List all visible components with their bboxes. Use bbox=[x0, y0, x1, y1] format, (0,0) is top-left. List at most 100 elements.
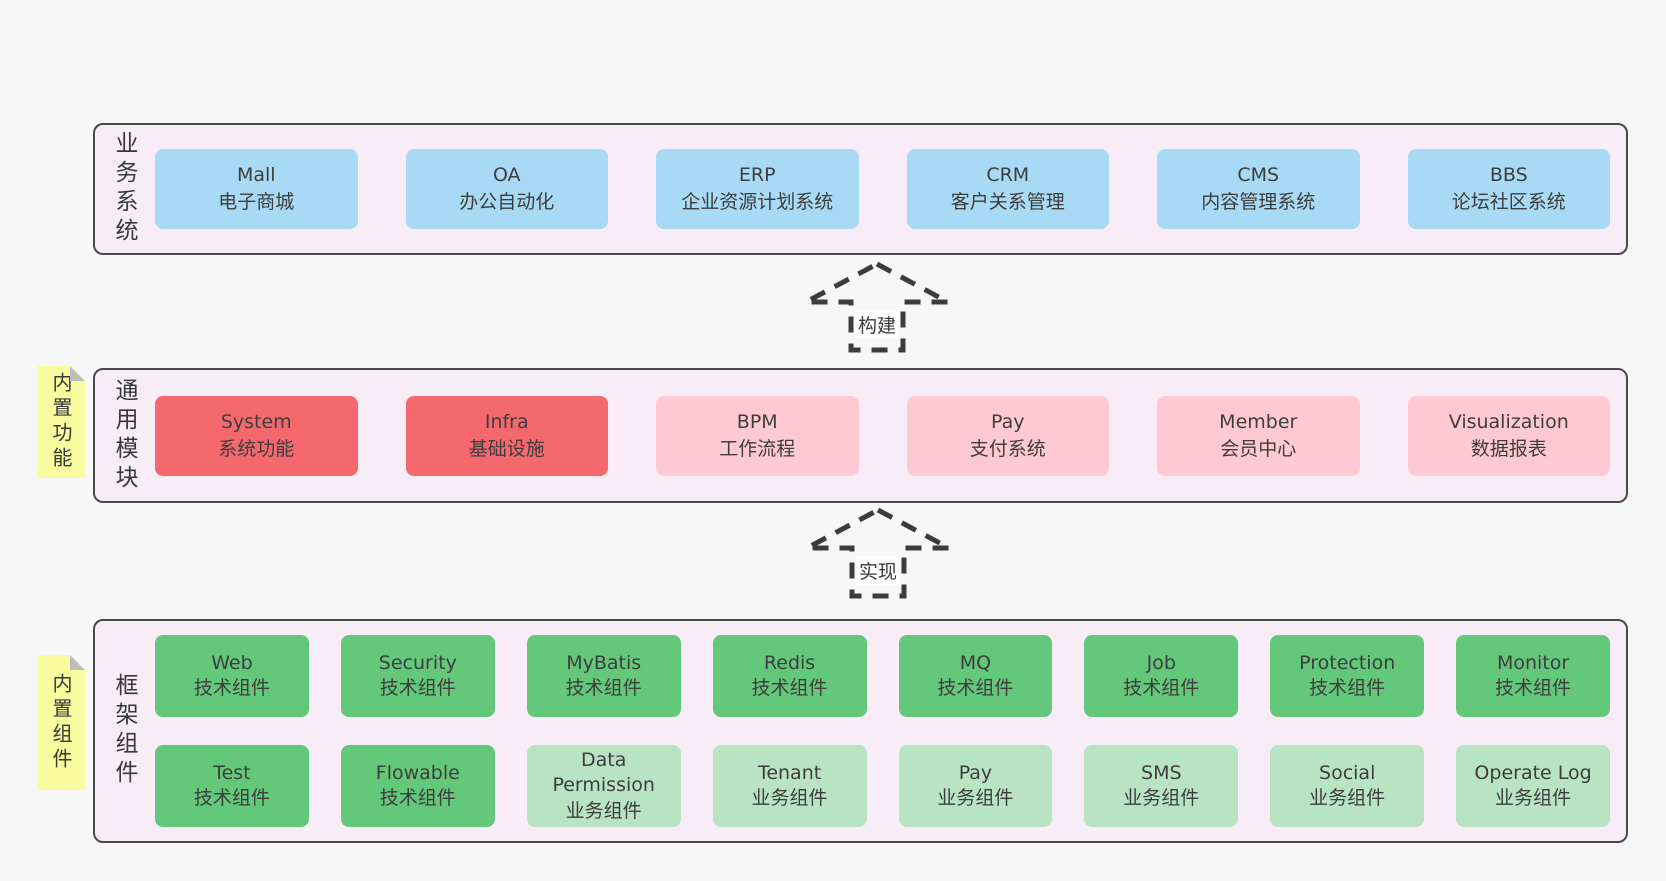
band-label-common-modules: 通用模块 bbox=[111, 377, 137, 494]
box-subtitle: 技术组件 bbox=[751, 677, 828, 699]
box-mybatis: MyBatis 技术组件 bbox=[526, 635, 681, 717]
box-title: Monitor bbox=[1496, 651, 1570, 674]
box-bpm: BPM 工作流程 bbox=[656, 395, 859, 476]
box-title: Web bbox=[211, 651, 253, 674]
box-cms: CMS 内容管理系统 bbox=[1157, 149, 1360, 229]
box-subtitle: 业务组件 bbox=[565, 799, 642, 822]
box-web: Web 技术组件 bbox=[155, 635, 309, 717]
box-title: Security bbox=[378, 651, 457, 674]
box-subtitle: 电子商城 bbox=[218, 191, 295, 213]
box-title: BBS bbox=[1489, 164, 1528, 187]
box-subtitle: 客户关系管理 bbox=[950, 191, 1065, 213]
dashed-up-arrow-icon bbox=[805, 507, 951, 599]
box-title: SMS bbox=[1141, 761, 1182, 784]
business-boxes: Mall 电子商城 OA 办公自动化 ERP 企业资源计划系统 CRM 客户关系… bbox=[153, 125, 1626, 253]
box-pay-component: Pay 业务组件 bbox=[898, 745, 1053, 827]
box-subtitle: 业务组件 bbox=[1123, 787, 1200, 809]
box-mall: Mall 电子商城 bbox=[155, 149, 358, 229]
box-subtitle: 技术组件 bbox=[1123, 677, 1200, 699]
box-title: Pay bbox=[958, 761, 993, 784]
box-title: Visualization bbox=[1448, 410, 1569, 433]
box-title: Tenant bbox=[757, 761, 822, 784]
box-erp: ERP 企业资源计划系统 bbox=[656, 149, 859, 229]
box-subtitle: 支付系统 bbox=[969, 437, 1046, 460]
band-business-systems: 业务系统 Mall 电子商城 OA 办公自动化 ERP 企业资源计划系统 CRM… bbox=[93, 123, 1628, 255]
box-subtitle: 办公自动化 bbox=[459, 191, 555, 213]
box-subtitle: 基础设施 bbox=[468, 437, 545, 460]
box-subtitle: 数据报表 bbox=[1470, 437, 1547, 460]
box-member: Member 会员中心 bbox=[1157, 395, 1360, 476]
box-title: Redis bbox=[763, 651, 816, 674]
box-title: System bbox=[220, 410, 292, 433]
box-subtitle: 技术组件 bbox=[565, 677, 642, 699]
box-subtitle: 技术组件 bbox=[1309, 677, 1386, 699]
box-title: CMS bbox=[1237, 164, 1280, 187]
box-title: Member bbox=[1219, 410, 1298, 433]
box-title: ERP bbox=[738, 164, 776, 187]
box-title: Infra bbox=[484, 410, 529, 433]
band-common-modules: 通用模块 System 系统功能 Infra 基础设施 BPM 工作流程 Pay… bbox=[93, 368, 1628, 503]
component-row-2: Test 技术组件 Flowable 技术组件 Data Permission … bbox=[155, 745, 1610, 827]
box-subtitle: 技术组件 bbox=[193, 677, 270, 699]
box-title: Social bbox=[1319, 761, 1376, 784]
box-title: CRM bbox=[986, 164, 1030, 187]
arrow-implement: 实现 bbox=[803, 506, 953, 602]
box-system: System 系统功能 bbox=[155, 395, 358, 476]
box-redis: Redis 技术组件 bbox=[712, 635, 867, 717]
box-protection: Protection 技术组件 bbox=[1270, 635, 1425, 717]
box-title: MyBatis bbox=[566, 651, 642, 674]
box-subtitle: 技术组件 bbox=[937, 677, 1014, 699]
box-subtitle: 内容管理系统 bbox=[1201, 191, 1316, 213]
module-boxes: System 系统功能 Infra 基础设施 BPM 工作流程 Pay 支付系统… bbox=[153, 370, 1626, 501]
box-subtitle: 企业资源计划系统 bbox=[681, 191, 834, 213]
box-pay-system: Pay 支付系统 bbox=[906, 395, 1109, 476]
box-visualization: Visualization 数据报表 bbox=[1407, 395, 1610, 476]
box-title: Test bbox=[213, 761, 251, 784]
box-subtitle: 工作流程 bbox=[719, 437, 796, 460]
box-title: Data Permission bbox=[552, 749, 655, 797]
box-oa: OA 办公自动化 bbox=[405, 149, 608, 229]
box-test: Test 技术组件 bbox=[155, 745, 309, 827]
component-row-1: Web 技术组件 Security 技术组件 MyBatis 技术组件 Redi… bbox=[155, 635, 1610, 717]
box-bbs: BBS 论坛社区系统 bbox=[1407, 149, 1610, 229]
box-social: Social 业务组件 bbox=[1270, 745, 1425, 827]
box-tenant: Tenant 业务组件 bbox=[712, 745, 867, 827]
box-title: OA bbox=[492, 164, 521, 187]
box-subtitle: 业务组件 bbox=[1309, 787, 1386, 809]
band-label-business-systems: 业务系统 bbox=[111, 131, 137, 247]
box-operate-log: Operate Log 业务组件 bbox=[1456, 745, 1610, 827]
box-title: Mall bbox=[236, 164, 276, 187]
box-data-permission: Data Permission 业务组件 bbox=[526, 745, 681, 827]
box-job: Job 技术组件 bbox=[1084, 635, 1239, 717]
box-sms: SMS 业务组件 bbox=[1084, 745, 1239, 827]
band-label-framework-components: 框架组件 bbox=[111, 673, 137, 789]
box-subtitle: 业务组件 bbox=[937, 787, 1014, 809]
box-infra: Infra 基础设施 bbox=[405, 395, 608, 476]
box-subtitle: 技术组件 bbox=[1495, 677, 1572, 699]
box-title: BPM bbox=[736, 410, 778, 433]
arrow-build-label: 构建 bbox=[854, 310, 900, 339]
box-flowable: Flowable 技术组件 bbox=[340, 745, 495, 827]
box-subtitle: 技术组件 bbox=[379, 787, 456, 809]
box-monitor: Monitor 技术组件 bbox=[1456, 635, 1610, 717]
arrow-implement-label: 实现 bbox=[855, 556, 901, 585]
box-title: Pay bbox=[991, 410, 1025, 433]
box-subtitle: 技术组件 bbox=[379, 677, 456, 699]
box-title: Job bbox=[1146, 651, 1176, 674]
box-subtitle: 业务组件 bbox=[1495, 787, 1572, 809]
component-rows: Web 技术组件 Security 技术组件 MyBatis 技术组件 Redi… bbox=[153, 621, 1626, 841]
box-title: Flowable bbox=[375, 761, 460, 784]
box-subtitle: 系统功能 bbox=[218, 437, 295, 460]
sticky-built-in-components: 内置组件 bbox=[38, 655, 85, 790]
box-crm: CRM 客户关系管理 bbox=[906, 149, 1109, 229]
dashed-up-arrow-icon bbox=[804, 261, 950, 353]
band-framework-components: 框架组件 Web 技术组件 Security 技术组件 MyBatis 技术组件… bbox=[93, 619, 1628, 843]
box-title: Protection bbox=[1299, 651, 1396, 674]
box-subtitle: 技术组件 bbox=[193, 787, 270, 809]
box-title: MQ bbox=[959, 651, 992, 674]
box-mq: MQ 技术组件 bbox=[898, 635, 1053, 717]
box-title: Operate Log bbox=[1474, 761, 1592, 784]
box-security: Security 技术组件 bbox=[340, 635, 495, 717]
sticky-built-in-features: 内置功能 bbox=[38, 366, 85, 478]
